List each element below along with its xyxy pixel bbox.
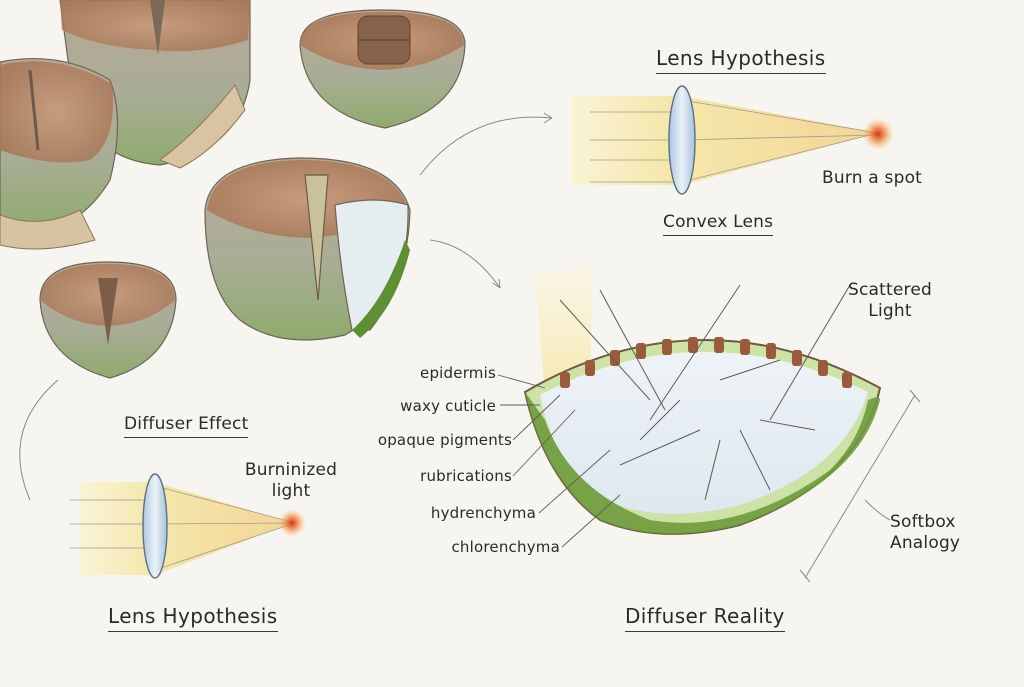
anatomy-leaders bbox=[497, 374, 621, 548]
focal-point-bottom bbox=[278, 509, 306, 537]
anatomy-waxy-cuticle: waxy cuticle bbox=[400, 397, 496, 415]
convex-lens-bottom bbox=[142, 473, 168, 579]
label-softbox-analogy: Softbox Analogy bbox=[890, 512, 960, 555]
label-scattered-light: Scattered Light bbox=[848, 280, 932, 323]
label-convex-lens: Convex Lens bbox=[663, 212, 774, 237]
connector-lines bbox=[19, 112, 553, 501]
label-burninized-line2: light bbox=[271, 481, 311, 502]
plant-left-edge bbox=[0, 57, 119, 250]
plant-center-cutaway bbox=[204, 157, 411, 341]
anatomy-chlorenchyma: chlorenchyma bbox=[451, 538, 560, 556]
label-scattered-line1: Scattered bbox=[848, 280, 933, 300]
anatomy-hydrenchyma: hydrenchyma bbox=[430, 504, 536, 522]
label-burninized-light: Burninized light bbox=[244, 460, 338, 503]
label-scattered-line2: Light bbox=[868, 301, 912, 322]
label-burninized-line1: Burninized bbox=[244, 460, 338, 480]
plant-small-top bbox=[299, 9, 466, 129]
plant-small-bottom bbox=[39, 261, 177, 379]
bottom-lens-diagram bbox=[70, 473, 306, 579]
diffuser-cross-section bbox=[523, 268, 921, 583]
convex-lens-top bbox=[668, 85, 696, 195]
label-softbox-line1: Softbox bbox=[890, 512, 956, 532]
top-lens-diagram bbox=[572, 85, 894, 195]
anatomy-rubrications: rubrications bbox=[420, 467, 512, 485]
title-lens-hypothesis-bottom: Lens Hypothesis bbox=[108, 604, 278, 632]
label-burn-spot: Burn a spot bbox=[822, 168, 923, 188]
focal-point-top bbox=[862, 118, 894, 150]
title-diffuser-reality: Diffuser Reality bbox=[625, 604, 785, 632]
anatomy-epidermis: epidermis bbox=[420, 364, 496, 382]
title-diffuser-effect: Diffuser Effect bbox=[124, 414, 249, 439]
anatomy-opaque-pigments: opaque pigments bbox=[377, 431, 512, 449]
label-softbox-line2: Analogy bbox=[890, 533, 961, 554]
title-lens-hypothesis-top: Lens Hypothesis bbox=[656, 46, 826, 74]
